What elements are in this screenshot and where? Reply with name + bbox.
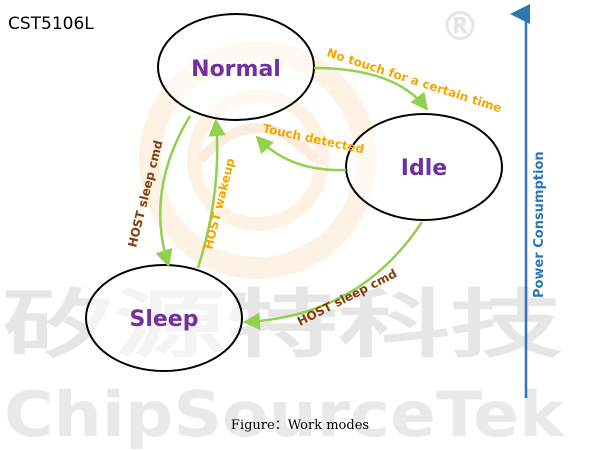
state-idle <box>345 113 503 221</box>
figure-caption: Figure：Work modes <box>230 418 370 433</box>
watermark-registered-mark: ® <box>440 4 480 50</box>
arrow-idle-to-sleep <box>242 221 424 330</box>
watermark-english: ChipSourceTek <box>4 378 566 450</box>
chip-name: CST5106L <box>8 14 94 34</box>
arrow-idle-to-normal <box>255 135 347 172</box>
arrow-sleep-to-normal <box>196 118 226 269</box>
arrow-normal-to-sleep <box>155 115 192 268</box>
arrow-normal-to-idle <box>313 66 429 111</box>
power-axis-label: Power Consumption <box>532 151 547 298</box>
state-normal-label: Normal <box>191 57 281 82</box>
state-sleep-label: Sleep <box>130 307 199 332</box>
state-idle-label: Idle <box>401 156 447 181</box>
